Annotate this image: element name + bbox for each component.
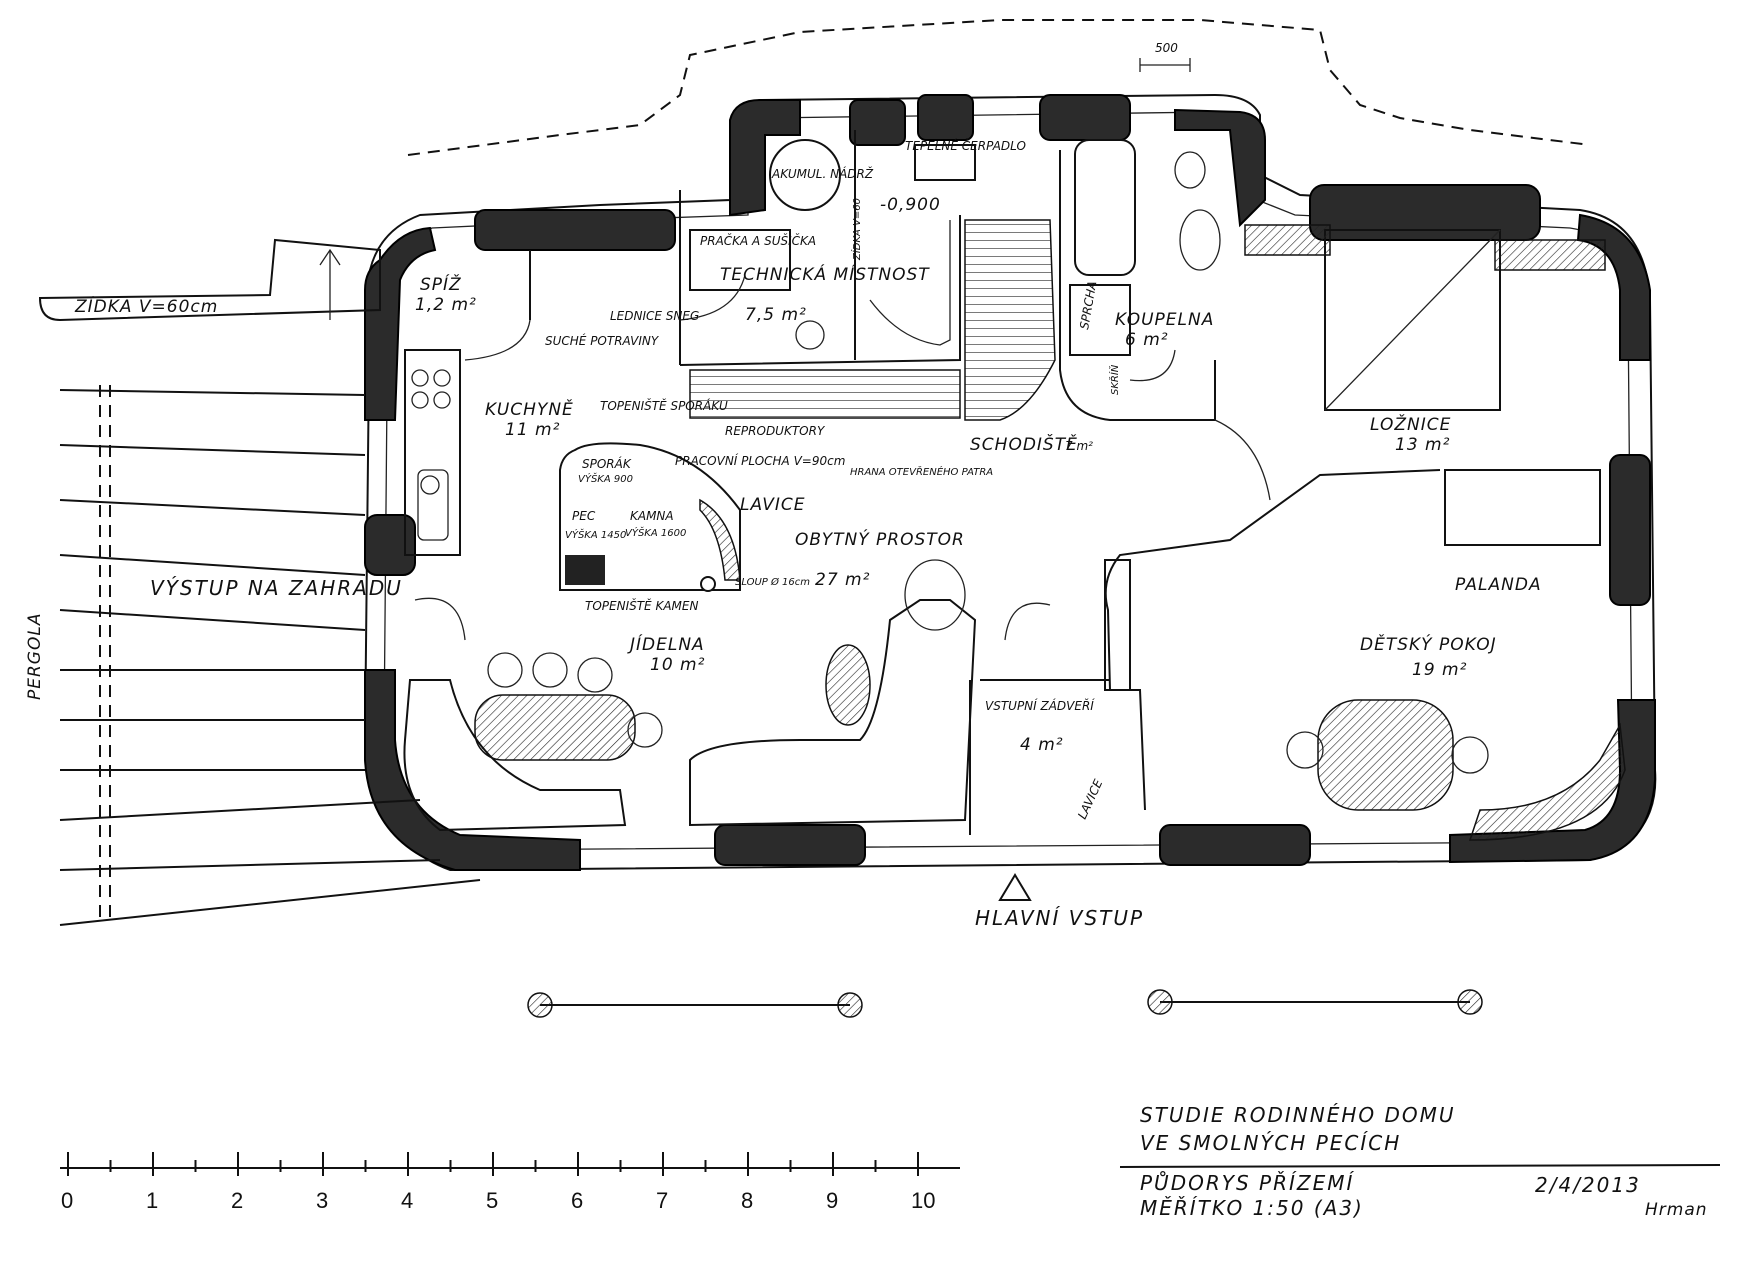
dimension-500 <box>1139 58 1191 72</box>
scale-tick-label: 6 <box>571 1188 583 1213</box>
garden-wall <box>38 238 381 322</box>
label-pec: PEC <box>572 509 596 523</box>
scale-tick-label: 2 <box>231 1188 243 1213</box>
room-schodiste-area: 7 m² <box>1065 439 1093 453</box>
label-topeniste-kamen: TOPENIŠTĚ KAMEN <box>585 598 698 613</box>
staircases <box>689 219 1056 421</box>
label-tepelne-cerpadlo: TEPELNÉ ČERPADLO <box>905 138 1026 153</box>
label-suche-potraviny: SUCHÉ POTRAVINY <box>545 333 660 348</box>
title-date: 2/4/2013 <box>1535 1173 1641 1197</box>
label-akumul: AKUMUL. NÁDRŽ <box>771 166 874 181</box>
label-pracovni-plocha: PRACOVNÍ PLOCHA V=90cm <box>675 453 845 468</box>
scale-bar: 0 1 2 3 4 5 6 7 8 9 10 <box>60 1152 960 1213</box>
label-skrin: SKŘÍŇ <box>1108 364 1121 395</box>
technical-room <box>689 139 976 350</box>
room-loznice-area: 13 m² <box>1395 435 1450 455</box>
label-zidka: ZÍDKA V=60cm <box>74 295 218 317</box>
label-lednice: LEDNICE SNEG <box>610 309 699 323</box>
room-technicka-area: 7,5 m² <box>745 305 807 325</box>
label-hrana: HRANA OTEVŘENÉHO PATRA <box>850 465 993 478</box>
room-jidelna-name: JÍDELNA <box>627 633 705 655</box>
label-pec-vyska: VÝŠKA 1450 <box>565 528 626 541</box>
room-obytny-area: 27 m² <box>815 570 870 590</box>
scale-tick-label: 1 <box>146 1188 158 1213</box>
childrens-room-furniture <box>1104 559 1626 841</box>
terrain-outline <box>407 19 1591 156</box>
room-zadveri-name: VSTUPNÍ ZÁDVEŘÍ <box>985 698 1095 713</box>
label-sloup: SLOUP Ø 16cm <box>735 576 810 588</box>
label-kamna-vyska: VÝŠKA 1600 <box>625 526 686 539</box>
label-sprcha: SPRCHA <box>1077 280 1099 331</box>
main-entrance-marker <box>998 873 1032 901</box>
title-line-2: VE SMOLNÝCH PECÍCH <box>1140 1131 1401 1155</box>
title-divider <box>1119 1164 1721 1168</box>
bedroom-bed <box>1244 224 1606 411</box>
label-pracka: PRAČKA A SUŠIČKA <box>700 233 816 248</box>
label-sporak: SPORÁK <box>582 456 632 471</box>
scale-tick-label: 10 <box>911 1188 935 1213</box>
door-swings <box>414 274 1271 641</box>
label-pergola: PERGOLA <box>25 613 45 700</box>
stove-block <box>559 442 741 591</box>
room-loznice-name: LOŽNICE <box>1370 413 1451 435</box>
title-line-3: PŮDORYS PŘÍZEMÍ <box>1140 1171 1354 1195</box>
room-technicka-name: TECHNICKÁ MÍSTNOST <box>720 263 930 285</box>
label-lavice-2: LAVICE <box>1075 777 1106 821</box>
room-detsky-area: 19 m² <box>1412 660 1467 680</box>
stone-walls <box>364 94 1656 871</box>
dining-set <box>403 652 663 832</box>
room-kuchyne-name: KUCHYNĚ <box>485 398 574 420</box>
bathroom-fixtures <box>1069 139 1221 356</box>
room-koupelna-area: 6 m² <box>1125 330 1169 350</box>
column <box>700 576 716 592</box>
label-lavice-1: LAVICE <box>740 495 806 515</box>
room-kuchyne-area: 11 m² <box>505 420 560 440</box>
label-hlavni-vstup: HLAVNÍ VSTUP <box>975 906 1144 930</box>
label-level: -0,900 <box>880 195 941 215</box>
garden-wall-arrow <box>319 248 341 320</box>
title-signature: Hrman <box>1645 1200 1708 1220</box>
label-kamna: KAMNA <box>630 509 674 523</box>
scale-tick-label: 4 <box>401 1188 413 1213</box>
scale-tick-label: 5 <box>486 1188 498 1213</box>
room-jidelna-area: 10 m² <box>650 655 705 675</box>
label-topeniste-sporaku: TOPENIŠTĚ SPORÁKU <box>600 398 728 413</box>
pergola <box>59 385 481 926</box>
room-zadveri-area: 4 m² <box>1020 735 1064 755</box>
scale-tick-label: 9 <box>826 1188 838 1213</box>
room-spiz-area: 1,2 m² <box>415 295 477 315</box>
scale-markers <box>527 989 1483 1018</box>
room-koupelna-name: KOUPELNA <box>1115 310 1214 330</box>
living-bench <box>689 559 977 827</box>
label-reproduktory: REPRODUKTORY <box>725 424 826 438</box>
kitchen-counter <box>404 349 461 556</box>
label-zidka-side: ZÍDKA V=60 <box>850 198 863 261</box>
scale-tick-label: 7 <box>656 1188 668 1213</box>
title-line-1: STUDIE RODINNÉHO DOMU <box>1140 1103 1456 1127</box>
room-schodiste-name: SCHODIŠTĚ <box>970 433 1078 455</box>
scale-tick-label: 0 <box>61 1188 73 1213</box>
scale-tick-label: 8 <box>741 1188 753 1213</box>
label-palanda: PALANDA <box>1455 575 1542 595</box>
scale-tick-label: 3 <box>316 1188 328 1213</box>
room-obytny-name: OBYTNÝ PROSTOR <box>795 528 965 550</box>
interior-partitions <box>529 130 1601 835</box>
label-vystup-zahradu: VÝSTUP NA ZAHRADU <box>150 576 403 600</box>
label-dim-500: 500 <box>1155 41 1178 55</box>
title-line-4: MĚŘÍTKO 1:50 (A3) <box>1140 1196 1364 1220</box>
room-spiz-name: SPÍŽ <box>420 273 462 295</box>
label-sporak-vyska: VÝŠKA 900 <box>578 472 633 485</box>
room-detsky-name: DĚTSKÝ POKOJ <box>1360 633 1497 655</box>
